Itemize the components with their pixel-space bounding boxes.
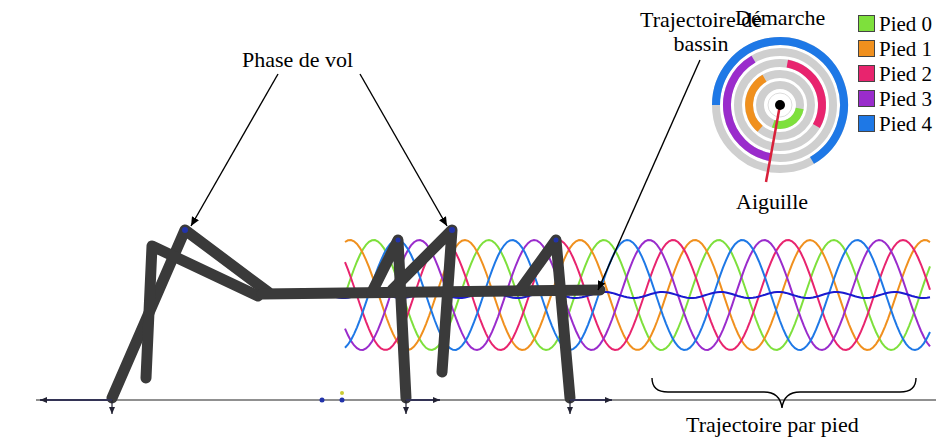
gait-ring [738, 63, 822, 147]
legend-text: Pied 0 [879, 12, 932, 36]
needle-pivot [775, 100, 785, 110]
gait-ring [749, 74, 811, 136]
gait-arc [727, 59, 771, 157]
annotation-label: Trajectoire par pied [686, 413, 859, 437]
legend-swatch [858, 15, 875, 32]
legend-text: Pied 1 [879, 37, 932, 61]
gait-ring [760, 85, 800, 125]
ground-markers [320, 391, 345, 403]
gait-arc [749, 78, 764, 129]
legend-text: Pied 3 [879, 87, 932, 111]
annotation-label: Démarche [735, 6, 825, 30]
legend-swatch [858, 115, 875, 132]
wheel-hub [768, 93, 792, 117]
leader-lines [191, 60, 700, 290]
gait-arc [787, 64, 822, 126]
gait-arc [716, 41, 844, 160]
joints [182, 227, 559, 243]
bracket [652, 378, 916, 408]
gait-ring [727, 52, 833, 158]
legend-swatch [858, 65, 875, 82]
gait-ring [716, 41, 844, 169]
legend-text: Pied 4 [879, 112, 932, 136]
gait-wheel [716, 41, 844, 182]
needle [766, 105, 780, 182]
robot [112, 230, 600, 398]
legend-text: Pied 2 [879, 62, 932, 86]
annotation-label: Phase de vol [242, 48, 353, 72]
legend-swatch [858, 40, 875, 57]
annotation-label: Aiguille [736, 190, 808, 214]
legend-swatch [858, 90, 875, 107]
force-arrows [40, 400, 612, 414]
ground-line [36, 399, 936, 400]
